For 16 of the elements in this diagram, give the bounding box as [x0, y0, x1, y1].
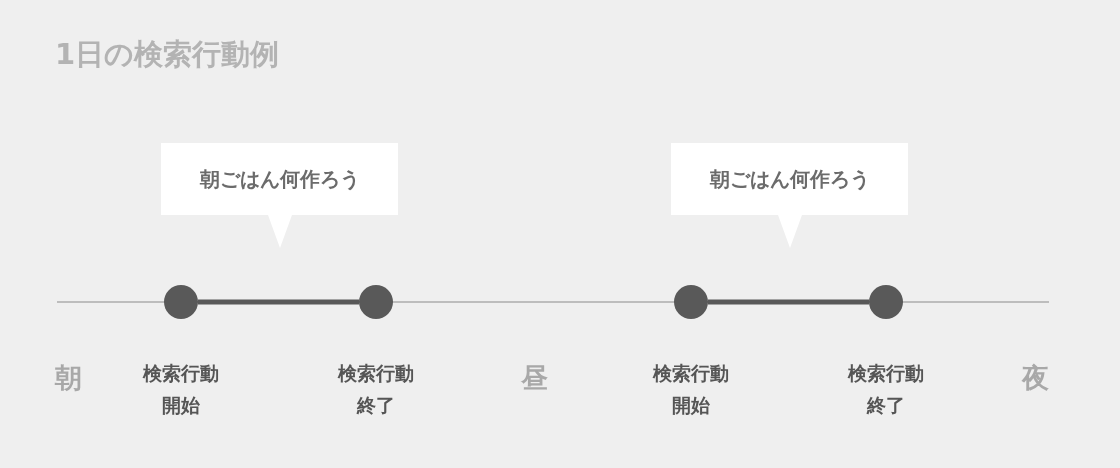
title: 1日の検索行動例 — [55, 36, 280, 72]
time-of-day-label: 朝 — [54, 361, 82, 395]
time-of-day-label: 昼 — [520, 361, 548, 395]
timeline-dot — [164, 285, 198, 319]
time-of-day-label: 夜 — [1021, 361, 1049, 395]
event-caption: 検索行動開始 — [141, 361, 220, 418]
timeline-dot — [674, 285, 708, 319]
event-caption: 検索行動終了 — [336, 361, 415, 418]
connector-line — [198, 299, 359, 305]
bubble-text: 朝ごはん何作ろう — [199, 166, 360, 192]
event-caption: 検索行動終了 — [846, 361, 925, 418]
bubble-text: 朝ごはん何作ろう — [709, 166, 870, 192]
connector-line — [708, 299, 869, 305]
timeline-dot — [869, 285, 903, 319]
timeline-dot — [359, 285, 393, 319]
event-caption: 検索行動開始 — [651, 361, 730, 418]
